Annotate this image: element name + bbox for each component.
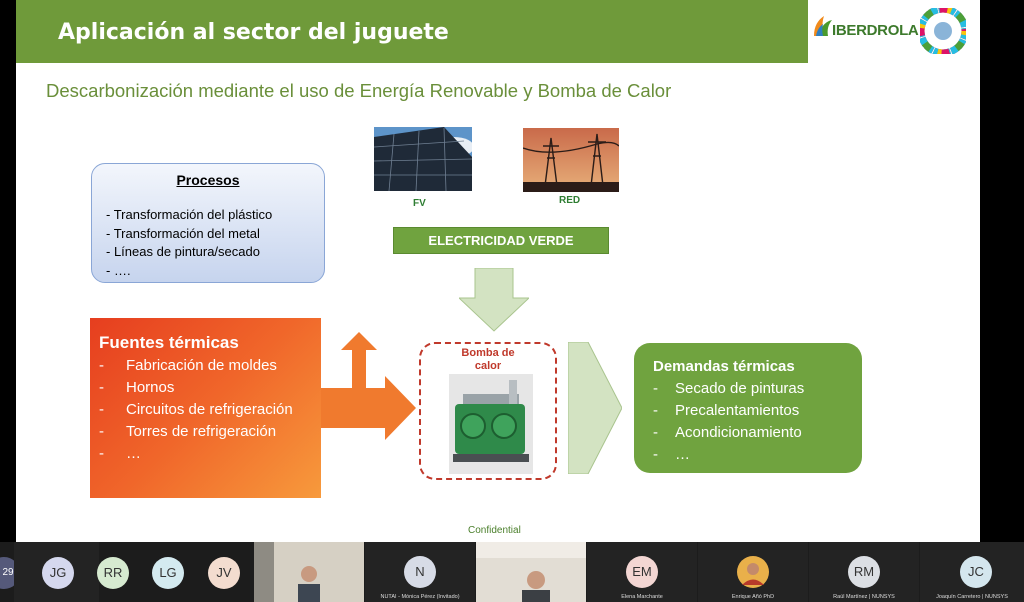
participant-tile[interactable]: LG xyxy=(127,542,212,602)
avatar xyxy=(737,556,769,588)
electricidad-verde-label: ELECTRICIDAD VERDE xyxy=(393,227,609,254)
participant-name: Enrique Añó PhD xyxy=(731,594,775,600)
procesos-list: Transformación del plástico Transformaci… xyxy=(106,206,272,280)
list-item: -Secado de pinturas xyxy=(653,380,805,397)
participant-tile[interactable]: RR xyxy=(71,542,156,602)
down-arrow xyxy=(459,268,529,332)
right-arrow-chevron xyxy=(568,342,622,474)
red-label: RED xyxy=(559,195,581,206)
participants-strip: 29 JG RR LG JV N NUTAI - Mónica Pérez (I… xyxy=(0,542,1024,602)
power-grid-image xyxy=(523,128,619,192)
list-item: -Fabricación de moldes xyxy=(99,357,277,374)
slide-subtitle: Descarbonización mediante el uso de Ener… xyxy=(46,80,672,101)
video-feed xyxy=(254,542,364,602)
list-item: -Hornos xyxy=(99,379,175,396)
list-item: Líneas de pintura/secado xyxy=(106,243,272,262)
list-item: Transformación del metal xyxy=(106,225,272,244)
solar-panel-image xyxy=(374,127,472,191)
up-arrow xyxy=(341,332,377,390)
slide-title: Aplicación al sector del juguete xyxy=(58,20,449,45)
participant-name: Elena Marchante xyxy=(621,594,663,600)
fuentes-list: -Fabricación de moldes -Hornos -Circuito… xyxy=(99,355,293,465)
participant-tile[interactable]: N NUTAI - Mónica Pérez (Invitado) xyxy=(365,542,475,602)
participant-tile[interactable]: JC Joaquín Carretero | NUNSYS xyxy=(920,542,1024,602)
bomba-de-calor-box: Bomba de calor xyxy=(419,342,557,480)
iberdrola-logo: IBERDROLA xyxy=(808,0,980,63)
avatar: RR xyxy=(97,557,129,589)
list-item: -… xyxy=(99,445,141,462)
fuentes-termicas-box: Fuentes térmicas -Fabricación de moldes … xyxy=(90,318,321,498)
fuentes-heading: Fuentes térmicas xyxy=(99,333,239,352)
list-item: -… xyxy=(653,446,690,463)
participant-tile[interactable]: Enrique Añó PhD xyxy=(698,542,808,602)
participant-name: Joaquín Carretero | NUNSYS xyxy=(936,594,1008,600)
video-feed xyxy=(476,542,586,602)
procesos-heading: Procesos xyxy=(176,172,240,188)
avatar: LG xyxy=(152,557,184,589)
list-item: -Precalentamientos xyxy=(653,402,800,419)
avatar: JV xyxy=(208,557,240,589)
participant-name: Raúl Martínez | NUNSYS xyxy=(833,594,895,600)
right-arrow-orange xyxy=(321,376,416,440)
heat-pump-image xyxy=(449,374,533,474)
list-item: -Torres de refrigeración xyxy=(99,423,277,440)
participant-tile[interactable]: RM Raúl Martínez | NUNSYS xyxy=(809,542,919,602)
bomba-label: Bomba de calor xyxy=(461,347,515,372)
avatar: JG xyxy=(42,557,74,589)
avatar: N xyxy=(404,556,436,588)
participant-tile[interactable]: JV xyxy=(183,542,253,602)
list-item: Transformación del plástico xyxy=(106,206,272,225)
sdg-wheel-icon xyxy=(920,8,966,54)
list-item: -Acondicionamiento xyxy=(653,424,802,441)
demandas-heading: Demandas térmicas xyxy=(653,358,795,375)
avatar: EM xyxy=(626,556,658,588)
fv-label: FV xyxy=(413,198,426,209)
participant-video-tile[interactable] xyxy=(254,542,364,602)
procesos-box: Procesos Transformación del plástico Tra… xyxy=(91,163,325,283)
participant-video-tile[interactable] xyxy=(476,542,586,602)
participant-tile[interactable]: EM Elena Marchante xyxy=(587,542,697,602)
participant-tile[interactable]: JG xyxy=(14,542,99,602)
logo-text: IBERDROLA xyxy=(832,22,919,39)
slide-header: Aplicación al sector del juguete IBERDRO… xyxy=(16,0,980,63)
presentation-slide: Aplicación al sector del juguete IBERDRO… xyxy=(16,0,980,542)
iberdrola-leaf-icon xyxy=(814,16,832,36)
participant-name: NUTAI - Mónica Pérez (Invitado) xyxy=(380,594,460,600)
list-item: …. xyxy=(106,262,272,281)
avatar: RM xyxy=(848,556,880,588)
confidential-label: Confidential xyxy=(468,525,521,536)
demandas-termicas-box: Demandas térmicas -Secado de pinturas -P… xyxy=(634,343,862,473)
demandas-list: -Secado de pinturas -Precalentamientos -… xyxy=(653,378,804,466)
avatar: JC xyxy=(960,556,992,588)
list-item: -Circuitos de refrigeración xyxy=(99,401,293,418)
